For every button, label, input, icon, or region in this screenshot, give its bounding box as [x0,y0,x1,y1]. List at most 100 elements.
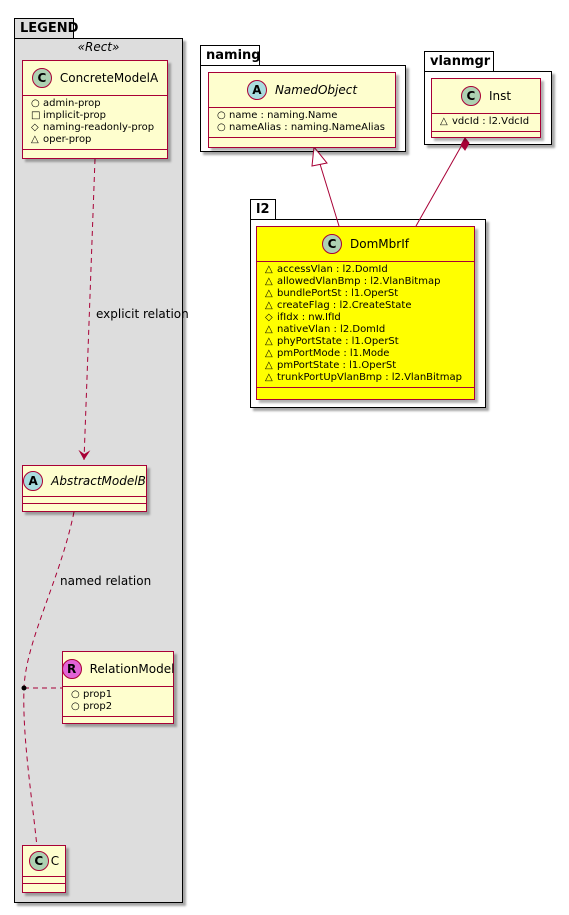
attribute: ○prop1 [71,689,167,701]
attribute: △allowedVlanBmp : l2.VlanBitmap [265,276,468,288]
legend-stereotype: «Rect» [77,40,120,54]
concrete-model-a-header: C ConcreteModelA [23,61,167,96]
attribute-text: accessVlan : l2.DomId [277,264,388,275]
attribute: △ trunkPortUpVlanBmp : l2.VlanBitmap [265,372,468,384]
attribute-text: prop2 [83,701,113,712]
concrete-model-a-class[interactable]: C ConcreteModelA ○admin-prop □implicit-p… [22,60,168,159]
class-a-icon: A [246,80,267,100]
abstract-model-b-class[interactable]: A AbstractModelB [22,465,147,512]
class-methods-section [257,387,474,395]
class-c-icon: C [322,234,343,254]
public-icon: ○ [71,689,80,700]
package-icon: △ [31,134,39,145]
attribute-text: createFlag : l2.CreateState [277,300,412,311]
class-name: NamedObject [274,83,358,97]
class-c-icon: C [28,851,49,871]
attribute: △ createFlag : l2.CreateState [265,300,468,312]
public-icon: ○ [71,701,80,712]
class-name: Inst [488,89,512,103]
naming-package-tab: naming [200,45,261,65]
named-object-header: A NamedObject [209,73,395,108]
class-r-icon: R [61,659,82,679]
attribute-text: phyPortState : l1.OperSt [277,336,399,347]
inheritance-line [319,163,340,227]
attribute-text: prop1 [83,689,113,700]
c-class[interactable]: C C [22,845,66,893]
relation-model-header: R RelationModel [61,652,175,687]
attribute: △ bundlePortSt : l1.OperSt [265,288,468,300]
l2-package-tab: l2 [250,199,276,219]
attribute: ○admin-prop [31,98,161,110]
attribute: △ phyPortState : l1.OperSt [265,336,468,348]
attribute-text: nativeVlan : l2.DomId [277,324,386,335]
dom-mbr-if-class[interactable]: C DomMbrIf △accessVlan : l2.DomId △allow… [256,226,475,400]
private-icon: □ [31,110,41,121]
class-name: AbstractModelB [51,474,146,488]
attribute-text: pmPortMode : l1.Mode [277,348,390,359]
package-icon: △ [440,116,448,127]
package-icon: △ [265,336,273,347]
attribute: △ pmPortState : l1.OperSt [265,360,468,372]
package-icon: △ [265,276,273,287]
class-methods-section [432,131,540,139]
class-attributes-section [23,497,146,504]
attribute-text: pmPortState : l1.OperSt [277,360,397,371]
package-icon: △ [265,300,273,311]
class-methods-section [23,149,167,157]
attribute-text: bundlePortSt : l1.OperSt [277,288,399,299]
named-object-attributes: ○name : naming.Name ○nameAlias : naming.… [209,108,395,137]
class-name: DomMbrIf [350,237,409,251]
relation-model-attributes: ○prop1 ○prop2 [63,687,173,716]
attribute: ◇ naming-readonly-prop [31,122,161,134]
dom-mbr-if-header: C DomMbrIf [257,227,474,262]
inst-class[interactable]: C Inst △ vdcId : l2.VdcId [431,78,541,138]
attribute: △ vdcId : l2.VdcId [440,116,534,128]
relation-junction-dot [21,685,27,691]
class-name: RelationModel [89,662,175,676]
package-icon: △ [265,288,273,299]
attribute-text: naming-readonly-prop [43,122,155,133]
attribute-text: ifIdx : nw.IfId [277,312,341,323]
named-object-class[interactable]: A NamedObject ○name : naming.Name ○nameA… [208,72,396,148]
public-icon: ○ [31,98,40,109]
attribute-text: implicit-prop [43,110,106,121]
composition-line [415,142,464,227]
class-methods-section [63,716,173,724]
attribute-text: nameAlias : naming.NameAlias [229,122,385,133]
attribute: △accessVlan : l2.DomId [265,264,468,276]
attribute-text: oper-prop [43,134,92,145]
package-icon: △ [265,372,273,383]
class-name: ConcreteModelA [59,71,159,85]
concrete-model-a-attributes: ○admin-prop □implicit-prop ◇ naming-reado… [23,96,167,149]
inst-attributes: △ vdcId : l2.VdcId [432,114,540,131]
attribute-text: vdcId : l2.VdcId [452,116,530,127]
attribute: △ pmPortMode : l1.Mode [265,348,468,360]
explicit-relation-line [78,158,96,461]
attribute: ○nameAlias : naming.NameAlias [217,122,389,134]
attribute: ○prop2 [71,701,167,713]
package-icon: △ [265,348,273,359]
class-attributes-section [23,877,65,884]
package-icon: △ [265,360,273,371]
explicit-relation-label: explicit relation [96,307,189,321]
class-methods-section [209,137,395,145]
attribute-text: trunkPortUpVlanBmp : l2.VlanBitmap [277,372,462,383]
attribute-text: admin-prop [43,98,101,109]
class-c-icon: C [31,68,52,88]
public-icon: ○ [217,110,226,121]
attribute: ◇ifIdx : nw.IfId [265,312,468,324]
c-header: C C [23,846,65,877]
attribute: ○name : naming.Name [217,110,389,122]
abstract-model-b-header: A AbstractModelB [23,466,146,497]
attribute-text: name : naming.Name [229,110,338,121]
named-relation-label: named relation [60,574,152,588]
inst-header: C Inst [432,79,540,114]
attribute: △nativeVlan : l2.DomId [265,324,468,336]
class-name: C [50,854,60,868]
public-icon: ○ [217,122,226,133]
vlanmgr-package-tab: vlanmgr [424,51,494,71]
legend-package-tab: LEGEND [14,18,78,38]
attribute: △ oper-prop [31,134,161,146]
relation-model-class[interactable]: R RelationModel ○prop1 ○prop2 [61,651,175,724]
protected-icon: ◇ [31,122,39,133]
